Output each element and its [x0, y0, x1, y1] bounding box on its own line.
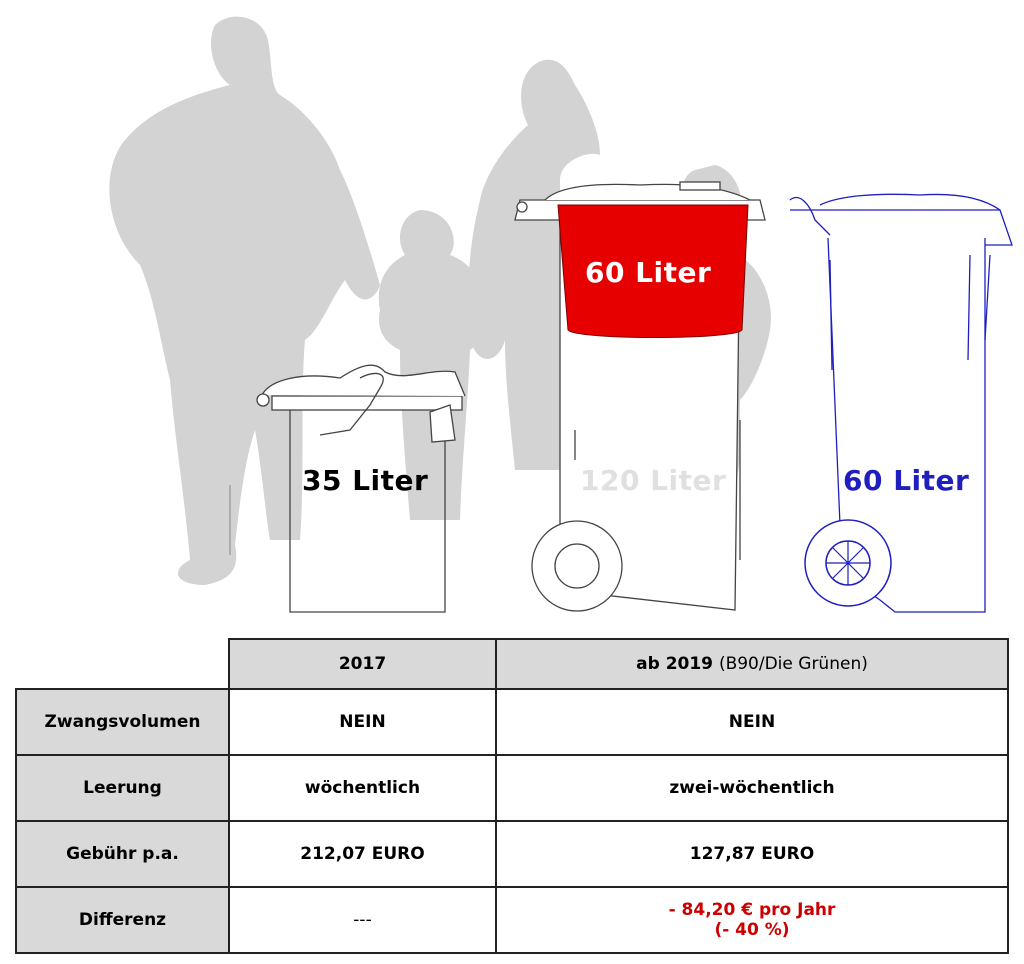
bins-illustration	[109, 16, 1013, 613]
table-row: Zwangsvolumen NEIN NEIN	[15, 688, 1009, 756]
row-label-zwangsvolumen: Zwangsvolumen	[15, 688, 230, 756]
cell-2017-leerung: wöchentlich	[228, 754, 497, 822]
label-60-liter-red: 60 Liter	[585, 256, 712, 289]
header-2019-note: (B90/Die Grünen)	[718, 654, 868, 674]
table-header-row: 2017 ab 2019 (B90/Die Grünen)	[16, 638, 1009, 690]
adult-silhouette-right	[468, 59, 600, 470]
cell-2017-zwangsvolumen: NEIN	[228, 688, 497, 756]
difference-amount: - 84,20 € pro Jahr	[668, 900, 836, 920]
cell-2019-gebuehr: 127,87 EURO	[495, 820, 1009, 888]
row-label-differenz: Differenz	[15, 886, 230, 954]
label-120-liter: 120 Liter	[580, 464, 727, 497]
wheel-spokes-60-liter-blue	[826, 541, 870, 585]
label-60-liter-blue: 60 Liter	[843, 464, 970, 497]
bin-35-liter	[229, 364, 466, 613]
red-insert	[557, 204, 749, 338]
table-row: Differenz --- - 84,20 € pro Jahr (- 40 %…	[15, 886, 1009, 954]
header-2017-label: 2017	[338, 654, 387, 674]
label-35-liter: 35 Liter	[302, 464, 429, 497]
difference-percent: (- 40 %)	[714, 920, 790, 940]
header-2019-label: ab 2019	[636, 654, 714, 674]
cell-2017-gebuehr: 212,07 EURO	[228, 820, 497, 888]
row-label-gebuehr: Gebühr p.a.	[15, 820, 230, 888]
adult-silhouette-left	[109, 16, 380, 585]
wheel-120-liter	[531, 520, 623, 612]
header-2019: ab 2019 (B90/Die Grünen)	[495, 638, 1009, 690]
cell-2019-leerung: zwei-wöchentlich	[495, 754, 1009, 822]
table-corner	[16, 639, 229, 689]
header-2017: 2017	[228, 638, 497, 690]
row-label-leerung: Leerung	[15, 754, 230, 822]
child-silhouette-left	[378, 210, 487, 520]
cell-2017-differenz: ---	[228, 886, 497, 954]
wheel-hub-120-liter	[554, 543, 600, 589]
comparison-table: 2017 ab 2019 (B90/Die Grünen) Zwangsvolu…	[15, 638, 1009, 954]
table-row: Leerung wöchentlich zwei-wöchentlich	[15, 754, 1009, 822]
cell-2019-zwangsvolumen: NEIN	[495, 688, 1009, 756]
cell-2019-differenz: - 84,20 € pro Jahr (- 40 %)	[495, 886, 1009, 954]
table-row: Gebühr p.a. 212,07 EURO 127,87 EURO	[15, 820, 1009, 888]
